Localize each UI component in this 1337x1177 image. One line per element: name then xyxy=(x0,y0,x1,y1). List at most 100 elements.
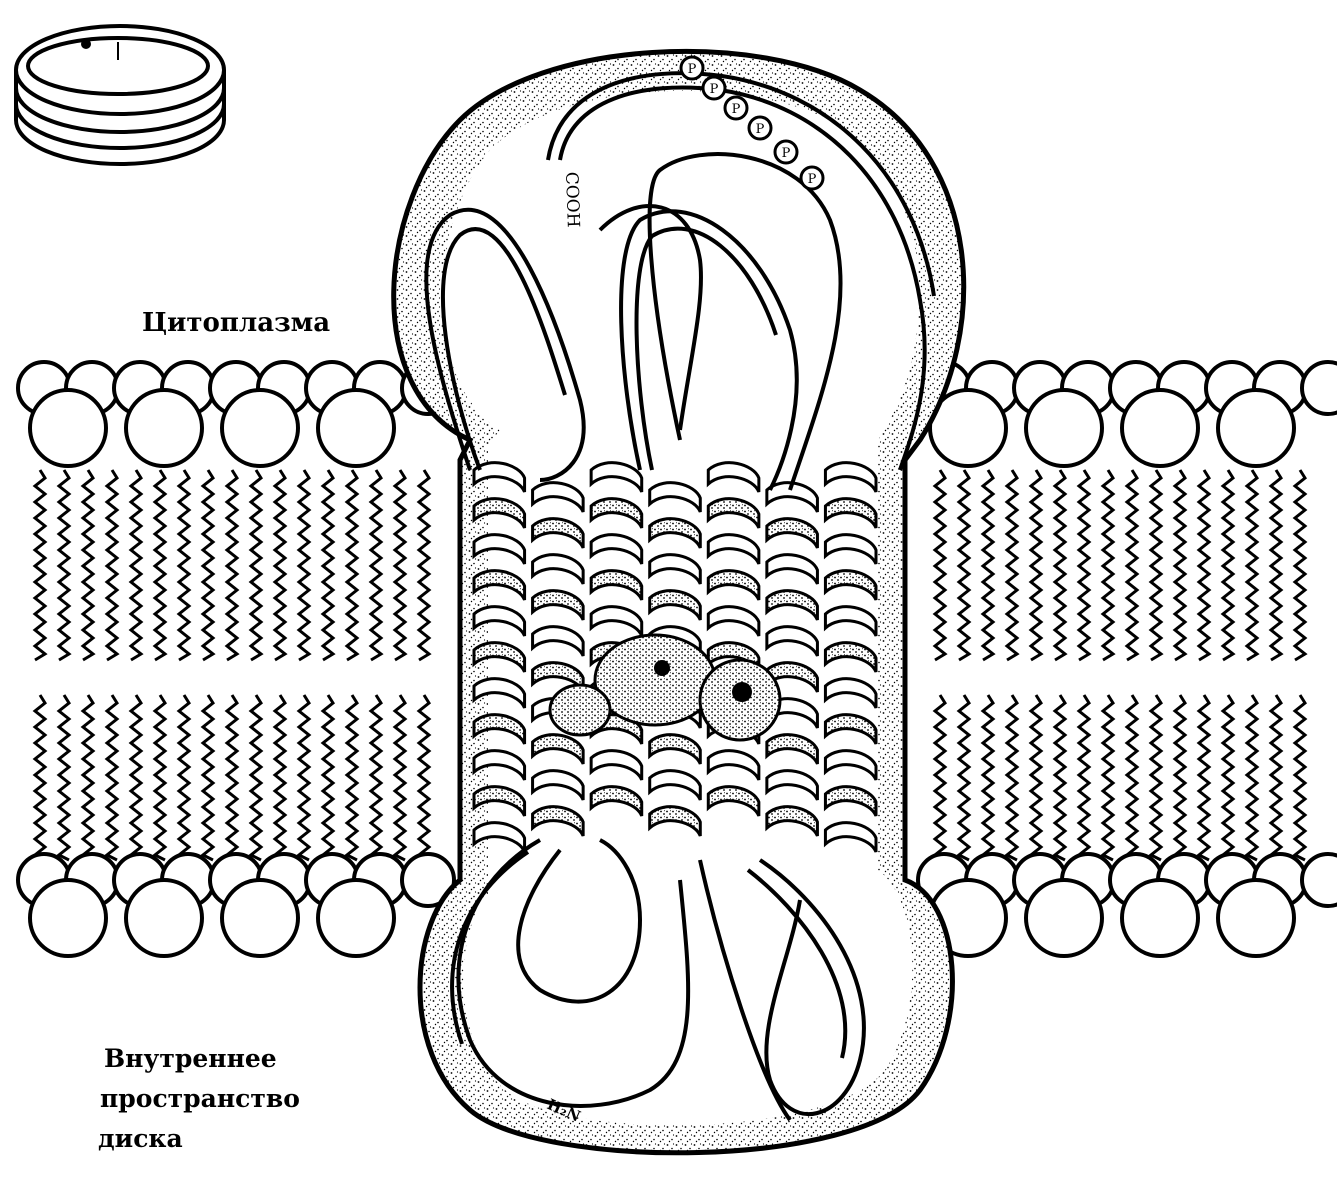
lipid-tail xyxy=(155,695,165,860)
phosphate-label: P xyxy=(710,82,719,97)
phosphate-label: P xyxy=(732,102,741,117)
lipid-tail xyxy=(983,695,993,860)
lipid-tail xyxy=(107,470,117,660)
lipid-tail xyxy=(1127,695,1137,860)
lipid-tail xyxy=(275,695,285,860)
lipid-tail xyxy=(1055,695,1065,860)
lipid-head xyxy=(1026,880,1102,956)
lipid-tail xyxy=(1151,470,1161,660)
lipid-head xyxy=(30,390,106,466)
lipid-head xyxy=(318,390,394,466)
lipid-tail xyxy=(227,470,237,660)
lipid-tail xyxy=(1271,695,1281,860)
lipid-tail xyxy=(83,470,93,660)
lipid-tail xyxy=(227,695,237,860)
phosphate-circle-icon: P xyxy=(775,141,797,163)
lipid-tail xyxy=(395,695,405,860)
lipid-tail xyxy=(179,695,189,860)
lipid-bilayer-right xyxy=(918,362,1337,956)
lipid-tail xyxy=(323,470,333,660)
lipid-tail xyxy=(419,470,429,660)
lipid-tail xyxy=(1055,470,1065,660)
lipid-tail xyxy=(1247,695,1257,860)
phosphate-label: P xyxy=(756,122,765,137)
lipid-tail xyxy=(1103,470,1113,660)
lipid-tail xyxy=(59,695,69,860)
phosphate-circle-icon: P xyxy=(749,117,771,139)
lipid-tail xyxy=(1271,470,1281,660)
lipid-head xyxy=(1218,880,1294,956)
lipid-head xyxy=(30,880,106,956)
lipid-tail xyxy=(419,695,429,860)
lipid-tail xyxy=(1103,695,1113,860)
lipid-tail xyxy=(935,695,945,860)
disk-interior-label-line2: пространство xyxy=(100,1084,300,1113)
lipid-head xyxy=(318,880,394,956)
lipid-tail xyxy=(1175,470,1185,660)
lipid-tail xyxy=(59,470,69,660)
lipid-head xyxy=(1218,390,1294,466)
lipid-tail xyxy=(1199,470,1209,660)
lipid-tail xyxy=(1031,695,1041,860)
lipid-tail xyxy=(395,470,405,660)
lipid-tail xyxy=(107,695,117,860)
lipid-tail xyxy=(35,695,45,860)
stacked-disk-icon xyxy=(16,26,224,164)
lipid-tail xyxy=(1295,470,1305,660)
lipid-tail xyxy=(251,695,261,860)
lipid-tail xyxy=(1007,695,1017,860)
lipid-tail xyxy=(347,695,357,860)
lipid-tail xyxy=(203,695,213,860)
lipid-tail xyxy=(1031,470,1041,660)
carboxyl-terminus-label: COOH xyxy=(561,171,583,227)
cytoplasm-label: Цитоплазма xyxy=(142,308,330,338)
phosphate-circle-icon: P xyxy=(725,97,747,119)
lipid-head xyxy=(222,390,298,466)
lipid-tail xyxy=(299,695,309,860)
lipid-tail xyxy=(323,695,333,860)
phosphate-circle-icon: P xyxy=(703,77,725,99)
phosphate-label: P xyxy=(808,172,817,187)
lipid-tail xyxy=(1199,695,1209,860)
lipid-tail xyxy=(35,470,45,660)
lipid-tail xyxy=(1151,695,1161,860)
phosphate-circle-icon: P xyxy=(681,57,703,79)
lipid-tail xyxy=(959,470,969,660)
lipid-tail xyxy=(299,470,309,660)
disk-interior-label-line3: диска xyxy=(98,1124,183,1153)
lipid-head xyxy=(1302,362,1337,414)
lipid-tail xyxy=(1079,695,1089,860)
lipid-tail xyxy=(1247,470,1257,660)
lipid-tail xyxy=(347,470,357,660)
lipid-tail xyxy=(1079,470,1089,660)
lipid-tail xyxy=(371,695,381,860)
lipid-tail xyxy=(983,470,993,660)
lipid-head xyxy=(126,390,202,466)
lipid-head xyxy=(126,880,202,956)
lipid-head xyxy=(1026,390,1102,466)
lipid-tail xyxy=(179,470,189,660)
lipid-tail xyxy=(1223,470,1233,660)
lipid-tail xyxy=(275,470,285,660)
lipid-tail xyxy=(1295,695,1305,860)
lipid-tail xyxy=(131,695,141,860)
lipid-tail xyxy=(371,470,381,660)
lipid-tail xyxy=(935,470,945,660)
phosphate-circle-icon: P xyxy=(801,167,823,189)
lipid-tail xyxy=(155,470,165,660)
lipid-head xyxy=(1302,854,1337,906)
disk-interior-label-line1: Внутреннее xyxy=(104,1044,277,1073)
lipid-tail xyxy=(959,695,969,860)
lipid-tail xyxy=(1127,470,1137,660)
lipid-tail xyxy=(1007,470,1017,660)
lipid-tail xyxy=(83,695,93,860)
lipid-head xyxy=(1122,390,1198,466)
phosphate-label: P xyxy=(688,62,697,77)
lipid-tail xyxy=(1223,695,1233,860)
lipid-tail xyxy=(1175,695,1185,860)
phosphate-label: P xyxy=(782,146,791,161)
lipid-head xyxy=(222,880,298,956)
lipid-tail xyxy=(251,470,261,660)
lipid-head xyxy=(1122,880,1198,956)
